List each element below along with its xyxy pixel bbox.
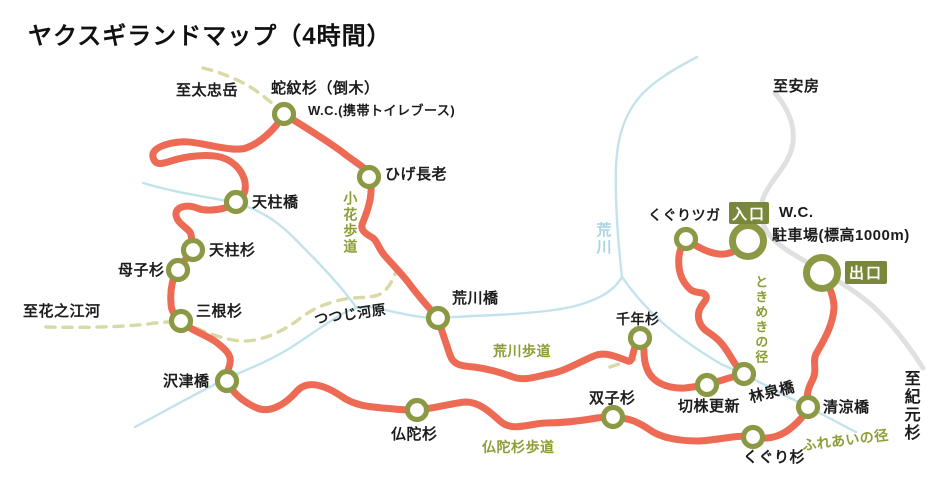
node-sennensugi bbox=[627, 325, 653, 351]
dest-kigensugi-label: 至紀元杉 bbox=[901, 370, 919, 442]
dest-hananoego-label: 至花之江河 bbox=[23, 303, 101, 320]
course-obana-hodo bbox=[280, 110, 442, 322]
node-arakawabashi bbox=[425, 305, 451, 331]
node-kuguritsuga bbox=[673, 226, 699, 252]
wc-label: W.C. bbox=[779, 204, 814, 221]
point-futagosugi-label: 双子杉 bbox=[589, 390, 636, 407]
point-sawazubashi-label: 沢津橋 bbox=[163, 373, 210, 390]
entrance-badge: 入口 bbox=[729, 202, 769, 224]
node-kirikabukoshin bbox=[694, 372, 720, 398]
node-tenchubashi bbox=[223, 189, 249, 215]
trail-tsutsujikawara bbox=[179, 267, 399, 343]
node-higechoro bbox=[356, 164, 382, 190]
point-tenchusugi-label: 天柱杉 bbox=[209, 242, 256, 259]
node-butsudasugi bbox=[404, 397, 430, 423]
point-higechoro-label: ひげ長老 bbox=[385, 166, 448, 183]
dest-tachudake-label: 至太忠岳 bbox=[176, 82, 239, 99]
point-boshisugi-label: 母子杉 bbox=[118, 262, 165, 279]
point-tenchubashi-label: 天柱橋 bbox=[252, 194, 299, 211]
trail-arakawa-label: 荒川歩道 bbox=[493, 343, 551, 359]
point-arakawabashi-label: 荒川橋 bbox=[452, 290, 499, 307]
node-tenchusugi bbox=[180, 237, 206, 263]
node-jamonsugi bbox=[271, 101, 297, 127]
river-arakawa-label: 荒川 bbox=[594, 222, 612, 256]
node-boshisugi bbox=[165, 257, 191, 283]
point-butsudasugi-label: 仏陀杉 bbox=[391, 426, 438, 443]
page-title: ヤクスギランドマップ（4時間） bbox=[28, 23, 392, 50]
point-sennensugi-label: 千年杉 bbox=[616, 311, 660, 327]
river-northwest-stream bbox=[141, 181, 358, 309]
point-minesugi-label: 三根杉 bbox=[196, 303, 243, 320]
trail-to-hananoego bbox=[44, 319, 183, 330]
parking-label: 駐車場(標高1000m) bbox=[772, 227, 910, 244]
node-futagosugi bbox=[600, 404, 626, 430]
point-kirikabukoshin-label: 切株更新 bbox=[678, 398, 741, 415]
course-tokimeki-no-michi bbox=[675, 235, 752, 378]
course-arakawa-hodo bbox=[434, 314, 748, 392]
dest-anbo-label: 至安房 bbox=[773, 78, 820, 95]
point-kuguritsuga-label: くぐりツガ bbox=[648, 207, 721, 223]
trail-tokimeki-label: ときめきの径 bbox=[753, 275, 769, 365]
point-jamonsugi-label: 蛇紋杉（倒木） bbox=[271, 80, 380, 97]
trail-butsuda-label: 仏陀杉歩道 bbox=[482, 439, 555, 455]
node-exit bbox=[803, 254, 841, 292]
node-sawazubashi bbox=[214, 368, 240, 394]
point-kugurisugi-label: くぐり杉 bbox=[743, 449, 806, 466]
point-seiryobashi-label: 清涼橋 bbox=[823, 399, 870, 416]
paved-road bbox=[758, 90, 926, 371]
course-west-loop bbox=[149, 110, 838, 445]
wc-portable-label: W.C.(携帯トイレブース) bbox=[308, 103, 456, 118]
exit-badge: 出口 bbox=[845, 261, 887, 284]
node-entrance-parking bbox=[729, 222, 767, 260]
node-rinsenbashi bbox=[731, 361, 757, 387]
node-seiryobashi bbox=[795, 394, 821, 420]
trail-obana-label: 小花歩道 bbox=[342, 191, 359, 255]
node-kugurisugi bbox=[740, 424, 766, 450]
node-minesugi bbox=[168, 308, 194, 334]
